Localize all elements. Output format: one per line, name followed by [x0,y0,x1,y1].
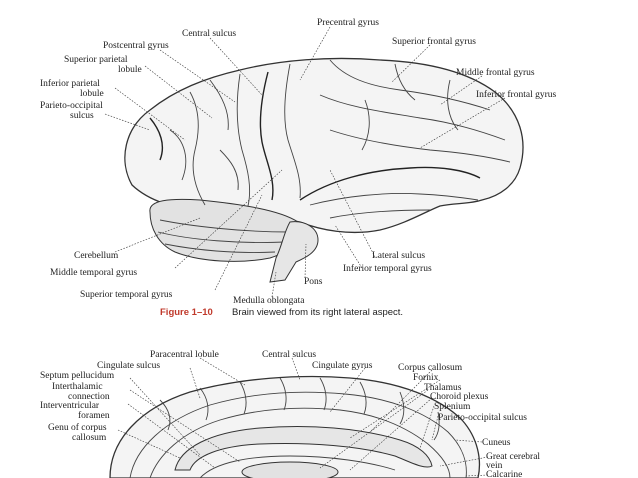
label-inferior-parietal-lobule-line1: Inferior parietal [40,78,100,89]
label-cerebellum: Cerebellum [74,251,119,261]
bottom-labels: Paracentral lobule Central sulcus Cingul… [40,350,540,478]
label-superior-parietal-lobule-line1: Superior parietal [64,55,128,65]
label-corpus-callosum: Corpus callosum [398,363,463,373]
label-great-cerebral-vein-line1: Great cerebral [486,452,540,462]
label-paracentral-lobule: Paracentral lobule [150,350,219,360]
label-interthalamic-line2: connection [68,392,110,402]
label-splenium: Splenium [434,402,471,412]
label-parieto-occipital-sulcus-line2: sulcus [70,111,94,121]
label-interventricular-line1: Interventricular [40,401,100,411]
label-cingulate-gyrus: Cingulate gyrus [312,361,373,371]
label-great-cerebral-vein-line2: vein [486,461,503,471]
label-thalamus: Thalamus [424,383,462,393]
label-interthalamic-line1: Interthalamic [52,382,103,392]
label-inferior-temporal-gyrus: Inferior temporal gyrus [343,263,432,274]
label-medulla-oblongata: Medulla oblongata [233,296,305,306]
top-labels: Precentral gyrus Central sulcus Superior… [40,18,556,306]
label-calcarine: Calcarine [486,470,522,478]
label-parieto-occipital-sulcus-line1: Parieto-occipital [40,101,103,111]
label-precentral-gyrus: Precentral gyrus [317,18,379,28]
lateral-brain-drawing [124,57,524,283]
label-interventricular-line2: foramen [78,410,110,421]
label-genu-line1: Genu of corpus [48,422,107,433]
label-central-sulcus: Central sulcus [182,29,236,39]
label-middle-temporal-gyrus: Middle temporal gyrus [50,268,137,278]
label-inferior-frontal-gyrus: Inferior frontal gyrus [476,89,556,100]
label-fornix: Fornix [413,373,439,383]
label-superior-temporal-gyrus: Superior temporal gyrus [80,290,173,300]
label-pons: Pons [304,277,323,287]
label-cingulate-sulcus: Cingulate sulcus [97,361,160,371]
label-superior-parietal-lobule-line2: lobule [118,65,142,75]
label-parieto-occipital-sulcus-medial: Parieto-occipital sulcus [438,413,527,423]
label-cuneus: Cuneus [482,438,511,448]
label-postcentral-gyrus: Postcentral gyrus [103,41,169,51]
label-genu-line2: callosum [72,433,107,443]
label-lateral-sulcus: Lateral sulcus [372,251,425,261]
top-leader-lines [104,26,506,298]
label-middle-frontal-gyrus: Middle frontal gyrus [456,67,535,78]
label-central-sulcus-medial: Central sulcus [262,350,316,360]
label-septum-pellucidum: Septum pellucidum [40,371,115,381]
medial-brain-drawing [109,375,481,478]
caption-text: Brain viewed from its right lateral aspe… [232,307,403,318]
label-choroid-plexus: Choroid plexus [430,392,489,402]
caption-figure-number: Figure 1–10 [160,307,213,318]
label-inferior-parietal-lobule-line2: lobule [80,89,104,99]
label-superior-frontal-gyrus: Superior frontal gyrus [392,36,476,47]
figure-caption: Figure 1–10 Brain viewed from its right … [160,307,403,318]
bottom-leader-lines [117,357,489,477]
